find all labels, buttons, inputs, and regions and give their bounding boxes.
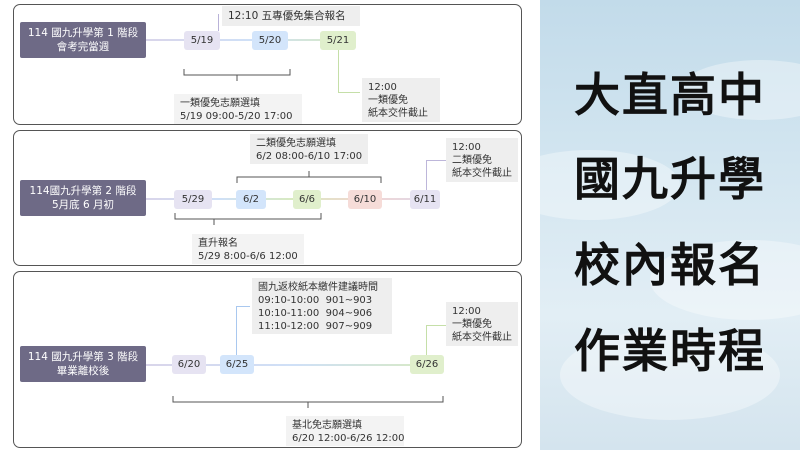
stage3-brace-bottom [172, 396, 444, 408]
stage1-note-bottom: 一類優免志願選填 5/19 09:00-5/20 17:00 [174, 94, 302, 124]
title-line-2: 國九升學 [574, 152, 766, 206]
title-line-3: 校內報名 [574, 238, 766, 292]
stage1-label-line2: 會考完當週 [56, 41, 110, 53]
stage3-note-right: 12:00 一類優免 紙本交件截止 [446, 302, 518, 346]
stage3-date-3: 6/26 [410, 355, 444, 374]
stage2-date-2: 6/2 [236, 190, 266, 209]
stage3-label: 114 國九升學第 3 階段 畢業離校後 [20, 346, 146, 382]
stage2-brace-bottom [174, 213, 322, 225]
title-line-4: 作業時程 [574, 324, 766, 378]
stage1-note-right: 12:00 一類優免 紙本交件截止 [362, 78, 440, 122]
stage1-connector-right-h [338, 92, 360, 93]
stage3-note-top: 國九返校紙本繳件建議時間 09:10-10:00 901~903 10:10-1… [252, 278, 392, 334]
stage2-date-1: 5/29 [174, 190, 212, 209]
stage3-note-bottom: 基北免志願選填 6/20 12:00-6/26 12:00 [286, 416, 405, 446]
stage1-date-2: 5/20 [252, 31, 288, 50]
stage2-connector-right [426, 160, 427, 190]
stage3-connector-top [236, 306, 237, 355]
stage1-connector-right [338, 50, 339, 93]
stage2-date-5: 6/11 [410, 190, 440, 209]
stage2-note-top: 二類優免志願選填 6/2 08:00-6/10 17:00 [250, 134, 368, 164]
stage2-date-4: 6/10 [348, 190, 382, 209]
stage2-date-3: 6/6 [293, 190, 321, 209]
stage2-brace-top [236, 171, 382, 183]
stage3-date-2: 6/25 [220, 355, 254, 374]
stage1-note-top: 12:10 五專優免集合報名 [222, 6, 360, 26]
title-line-1: 大直高中 [574, 68, 766, 122]
stage2-label-line1: 114國九升學第 2 階段 [29, 185, 137, 197]
stage2-note-right: 12:00 二類優免 紙本交件截止 [446, 138, 518, 182]
stage1-date-1: 5/19 [184, 31, 220, 50]
title-panel: 大直高中 國九升學 校內報名 作業時程 [540, 0, 800, 450]
stage3-label-line1: 114 國九升學第 3 階段 [27, 351, 139, 363]
stage3-connector-right-h [426, 325, 446, 326]
stage2-note-bottom: 直升報名 5/29 8:00-6/6 12:00 [192, 234, 304, 264]
stage1-timeline [146, 39, 356, 41]
stage3-date-1: 6/20 [172, 355, 206, 374]
stage1-label: 114 國九升學第 1 階段 會考完當週 [20, 22, 146, 58]
stage3-connector-right [426, 325, 427, 355]
stage2-label: 114國九升學第 2 階段 5月底 6 月初 [20, 180, 146, 216]
stage1-brace [183, 69, 291, 81]
stage1-label-line1: 114 國九升學第 1 階段 [27, 27, 139, 39]
stage2-label-line2: 5月底 6 月初 [51, 199, 115, 211]
stage1-date-3: 5/21 [320, 31, 356, 50]
stage2-connector-right-h [426, 160, 446, 161]
stage3-timeline [146, 364, 442, 366]
stage3-connector-top-h [236, 306, 250, 307]
stage3-label-line2: 畢業離校後 [56, 365, 110, 377]
stage1-connector-top [218, 14, 219, 31]
